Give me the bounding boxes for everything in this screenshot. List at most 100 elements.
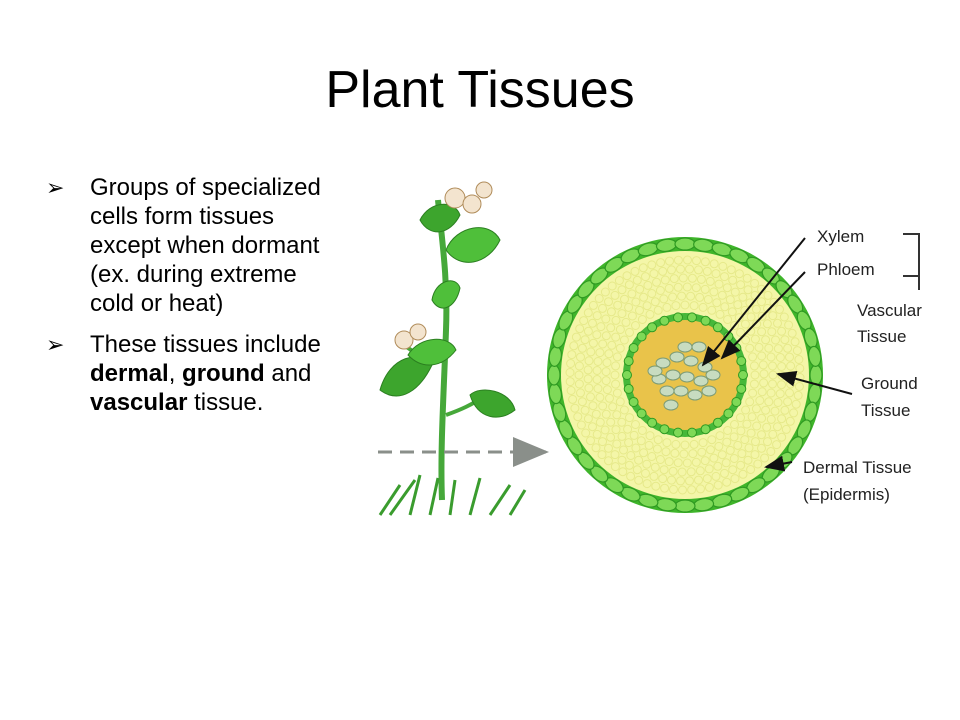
ground-cell: [781, 424, 791, 434]
vascular-ring-cell: [723, 408, 734, 419]
ground-cell: [588, 338, 598, 348]
vascular-ring-cell: [628, 343, 639, 353]
ground-cell: [588, 318, 597, 328]
ground-cell: [647, 260, 657, 270]
ground-cell: [777, 326, 787, 336]
ground-cell: [597, 450, 607, 460]
ground-cell: [623, 424, 633, 434]
ground-cell: [689, 301, 699, 311]
ground-cell: [619, 335, 629, 345]
vascular-ring-cell: [712, 322, 723, 333]
ground-cell: [658, 474, 668, 484]
ground-cell: [695, 292, 705, 302]
ground-cell: [773, 422, 782, 432]
label-vascular: Vascular: [857, 301, 922, 320]
ground-cell: [574, 370, 584, 380]
ground-cell: [789, 408, 799, 418]
ground-cell: [622, 271, 632, 281]
ground-cell: [764, 397, 774, 407]
ground-cell: [639, 448, 649, 458]
ground-cell: [783, 343, 793, 353]
xylem-pointer: [701, 237, 806, 367]
ground-cell: [588, 300, 598, 310]
ground-cell: [717, 450, 727, 460]
ground-cell: [702, 474, 712, 484]
ground-cell: [580, 405, 590, 415]
ground-cell: [775, 353, 785, 362]
vascular-ring-cell: [623, 383, 634, 394]
ground-cell: [612, 352, 622, 362]
ground-cell: [611, 361, 621, 371]
bullet-list: ➢ Groups of specialized cells form tissu…: [46, 173, 336, 429]
ground-cell: [615, 343, 625, 353]
ground-cell: [667, 475, 676, 485]
ground-cell: [634, 455, 644, 465]
bullet-text-part: Groups of specialized cells form tissues…: [90, 174, 321, 317]
ground-cell: [635, 305, 644, 315]
ground-cell: [686, 467, 696, 477]
ground-cell: [673, 255, 683, 265]
stem-cross-section: [547, 237, 823, 513]
ground-cell: [687, 273, 697, 283]
ground-cell: [787, 328, 797, 338]
ground-cell: [673, 282, 683, 292]
vascular-ring-cell: [731, 343, 742, 353]
ground-cell: [736, 280, 746, 290]
ground-cell: [624, 302, 634, 312]
ground-cell: [750, 450, 760, 460]
ground-cell: [601, 367, 611, 377]
ground-cell: [679, 449, 689, 459]
ground-cell: [751, 304, 761, 314]
ground-cell: [743, 285, 753, 295]
bullet-term-dermal: dermal: [90, 360, 169, 387]
ground-cell: [721, 458, 731, 468]
ground-cell: [750, 334, 760, 344]
xylem-cell: [691, 341, 707, 353]
ground-cell: [645, 431, 655, 441]
ground-cell: [717, 290, 727, 300]
ground-cell: [624, 460, 634, 470]
ground-cell: [575, 324, 585, 334]
ground-cell: [668, 292, 678, 302]
ground-cell: [729, 432, 739, 442]
bullet-item: ➢ These tissues include dermal, ground a…: [46, 330, 336, 417]
ground-cell: [588, 422, 597, 432]
xylem-cell: [677, 341, 693, 353]
ground-cell: [683, 255, 692, 265]
label-dermal-tissue: Dermal Tissue: [803, 458, 912, 477]
ground-cell: [768, 429, 778, 439]
ground-cell: [566, 359, 576, 368]
ground-cell: [627, 311, 637, 321]
ground-cell: [763, 437, 772, 447]
ground-cell: [669, 484, 678, 494]
ground-cell: [740, 435, 750, 445]
ground-cell: [662, 438, 672, 448]
ground-cell: [617, 455, 627, 465]
ground-cell: [728, 465, 738, 475]
vascular-ring-cell: [622, 370, 632, 380]
slide-title: Plant Tissues: [325, 61, 635, 119]
ground-cell: [736, 327, 745, 337]
ground-cell: [642, 301, 652, 311]
ground-cell: [734, 313, 744, 323]
ground-cell: [617, 309, 627, 319]
ground-cell: [741, 405, 751, 415]
ground-cell: [574, 361, 584, 371]
ground-cell: [697, 447, 707, 457]
ground-cell: [637, 315, 647, 324]
ground-cell: [759, 378, 769, 388]
ground-cell: [570, 403, 580, 413]
ground-cell: [592, 429, 602, 439]
ground-cell: [780, 335, 790, 345]
ground-cell: [757, 413, 767, 423]
ground-cell: [586, 347, 596, 357]
ground-cell: [678, 273, 688, 283]
ground-cell: [773, 344, 783, 354]
ground-cell: [631, 420, 640, 429]
ground-cell: [647, 289, 657, 298]
ground-cell: [736, 413, 745, 423]
ground-cell: [695, 466, 705, 476]
arrow-bullet-icon: ➢: [46, 175, 65, 200]
ground-cell: [694, 475, 703, 485]
ground-cell: [757, 387, 767, 397]
